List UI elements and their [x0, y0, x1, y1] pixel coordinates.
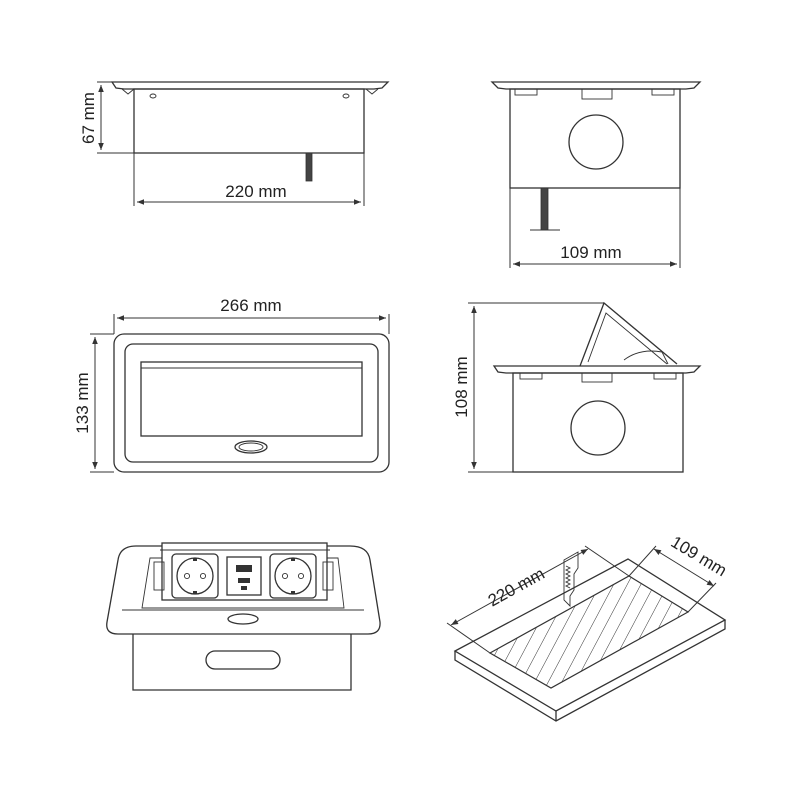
persp-push-button [227, 613, 259, 625]
front-view: 67 mm 220 mm [79, 81, 390, 206]
top-lid [140, 361, 363, 437]
socket-right [269, 553, 317, 599]
persp-frame [106, 545, 381, 635]
top-frame-outer [113, 333, 390, 473]
side-body [509, 88, 681, 189]
top-push-button [234, 440, 268, 454]
dim-side-depth: 109 mm [560, 243, 621, 262]
dim-cutout-depth: 109 mm [668, 532, 730, 580]
persp-body [132, 634, 352, 691]
front-body [133, 88, 365, 154]
dim-top-width: 266 mm [220, 296, 281, 315]
dim-front-width: 220 mm [225, 182, 286, 201]
socket-left [171, 553, 219, 599]
side-flange [490, 81, 702, 90]
dim-cutout-width: 220 mm [485, 564, 548, 610]
front-clip-left [121, 88, 135, 95]
persp-front-slot [205, 650, 281, 670]
side-round-opening [568, 114, 624, 170]
side-view: 109 mm [490, 81, 702, 268]
cutout-view: 220 mm 109 mm [446, 532, 730, 722]
side-clip-right [651, 88, 675, 96]
front-cable [305, 152, 313, 182]
open-round-opening [570, 400, 626, 456]
side-cable [540, 187, 549, 231]
open-body [512, 372, 684, 473]
dim-top-height: 133 mm [73, 372, 92, 433]
top-frame-inner [124, 343, 379, 463]
front-screw-right [342, 93, 350, 99]
dim-open-height: 108 mm [452, 356, 471, 417]
front-screw-left [149, 93, 157, 99]
side-clip-left [514, 88, 538, 96]
open-flange [492, 365, 702, 374]
front-clip-right [365, 88, 379, 95]
open-side-view: 108 mm [452, 301, 702, 473]
side-clip-mid [581, 88, 613, 100]
usb-module [226, 556, 262, 596]
dim-front-height: 67 mm [79, 92, 98, 144]
top-view: 266 mm 133 mm [73, 296, 390, 473]
perspective-view [106, 542, 381, 691]
front-flange [110, 81, 390, 90]
